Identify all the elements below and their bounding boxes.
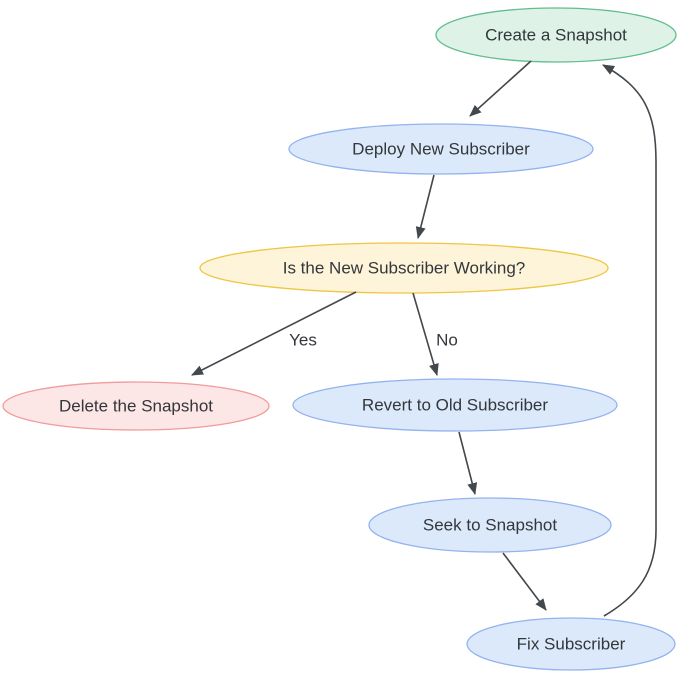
node-seek-to-snapshot: Seek to Snapshot	[368, 497, 612, 553]
node-ellipse-deploy-new-subscriber	[288, 123, 594, 175]
node-label-seek-to-snapshot: Seek to Snapshot	[423, 516, 557, 535]
edge-line-working-to-revert	[412, 292, 439, 376]
node-ellipse-fix-subscriber	[466, 617, 676, 671]
edge-line-deploy-to-working	[415, 174, 435, 239]
edge-seek-to-fix	[502, 552, 547, 611]
edge-deploy-to-working	[415, 174, 435, 239]
edges-layer: Yes No	[191, 60, 657, 617]
node-label-fix-subscriber: Fix Subscriber	[517, 635, 626, 654]
node-fix-subscriber: Fix Subscriber	[466, 617, 676, 671]
node-ellipse-delete-the-snapshot	[2, 381, 270, 431]
edge-line-revert-to-seek	[458, 431, 478, 495]
node-ellipse-is-new-subscriber-working	[199, 242, 609, 294]
node-label-create-snapshot: Create a Snapshot	[485, 26, 627, 45]
edge-fix-to-create	[602, 64, 657, 617]
edge-working-to-delete: Yes	[191, 291, 357, 376]
node-label-is-new-subscriber-working: Is the New Subscriber Working?	[283, 259, 526, 278]
node-label-deploy-new-subscriber: Deploy New Subscriber	[352, 140, 530, 159]
node-delete-the-snapshot: Delete the Snapshot	[2, 381, 270, 431]
node-ellipse-seek-to-snapshot	[368, 497, 612, 553]
edge-line-working-to-delete	[191, 291, 357, 376]
edge-line-seek-to-fix	[502, 552, 547, 611]
edge-create-to-deploy	[469, 60, 532, 117]
node-ellipse-create-snapshot	[435, 7, 677, 63]
node-label-revert-to-old-subscriber: Revert to Old Subscriber	[362, 396, 548, 415]
node-revert-to-old-subscriber: Revert to Old Subscriber	[292, 378, 618, 432]
edge-label-working-to-revert: No	[436, 331, 458, 350]
node-label-delete-the-snapshot: Delete the Snapshot	[59, 397, 213, 416]
node-create-snapshot: Create a Snapshot	[435, 7, 677, 63]
edge-line-fix-to-create	[602, 64, 657, 617]
edge-revert-to-seek	[458, 431, 478, 495]
node-deploy-new-subscriber: Deploy New Subscriber	[288, 123, 594, 175]
node-ellipse-revert-to-old-subscriber	[292, 378, 618, 432]
edge-line-create-to-deploy	[469, 60, 532, 117]
node-is-new-subscriber-working: Is the New Subscriber Working?	[199, 242, 609, 294]
edge-working-to-revert: No	[412, 292, 458, 376]
edge-label-working-to-delete: Yes	[289, 331, 317, 350]
